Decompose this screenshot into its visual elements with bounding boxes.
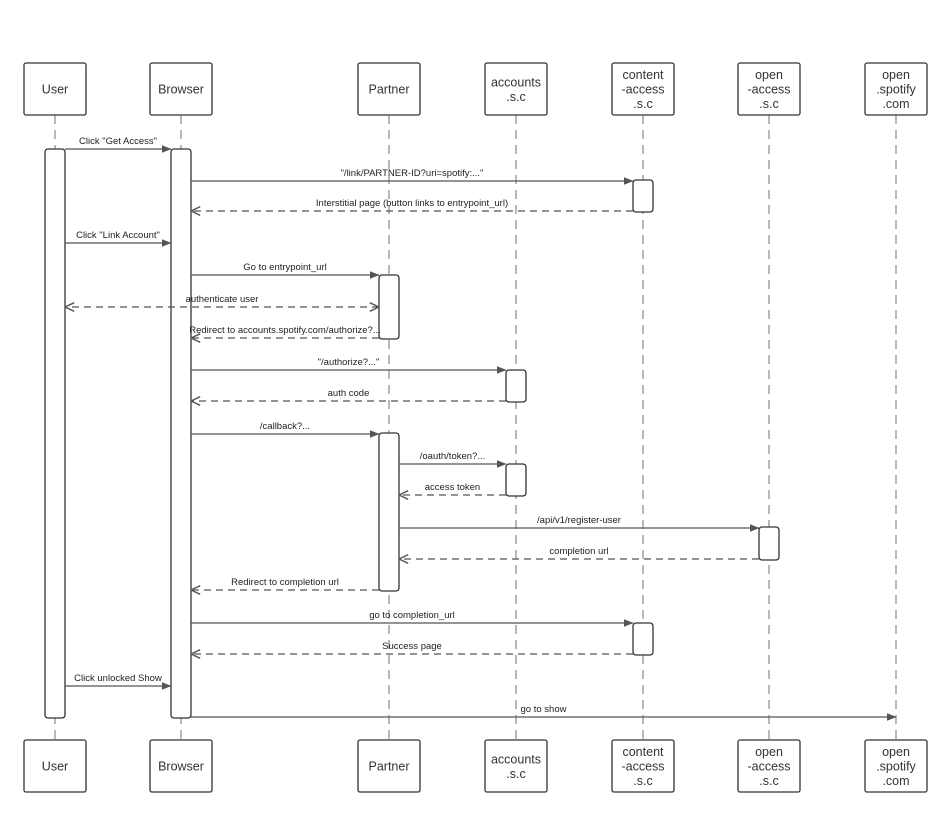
participant-top-user: User: [23, 62, 87, 116]
message-label: go to show: [521, 704, 567, 715]
participant-top-partner: Partner: [357, 62, 421, 116]
participant-top-open-access: open-access.s.c: [737, 62, 801, 116]
message-arrow: Go to entrypoint_url: [191, 262, 380, 279]
message-label: /callback?...: [260, 421, 310, 432]
message-arrow: Click "Get Access": [65, 136, 172, 153]
participant-bottom-open-spotify: open.spotify.com: [864, 739, 928, 793]
message-arrow: authenticate user: [65, 294, 379, 307]
message-label: Interstitial page (button links to entry…: [316, 198, 508, 209]
participant-label: .s.c: [506, 90, 525, 104]
participant-top-accounts: accounts.s.c: [484, 62, 548, 116]
participant-bottom-user: User: [23, 739, 87, 793]
message-arrow: auth code: [191, 388, 506, 401]
message-label: Success page: [382, 641, 442, 652]
participant-label: .spotify: [876, 760, 916, 774]
activation-bar-accounts: [505, 463, 527, 497]
participant-label: -access: [747, 760, 790, 774]
participant-bottom-browser: Browser: [149, 739, 213, 793]
participant-label: Browser: [158, 760, 204, 774]
message-arrow: Redirect to completion url: [191, 577, 379, 590]
participant-label: Partner: [369, 83, 410, 97]
activation-bar-accounts: [505, 369, 527, 403]
message-label: Redirect to accounts.spotify.com/authori…: [189, 325, 381, 336]
message-arrow: Redirect to accounts.spotify.com/authori…: [189, 325, 381, 338]
activation-bar-open-access: [758, 526, 780, 561]
message-label: authenticate user: [186, 294, 259, 305]
message-label: Click unlocked Show: [74, 673, 162, 684]
message-arrow: go to show: [191, 704, 897, 721]
participant-label: -access: [621, 760, 664, 774]
participant-bottom-content-access: content-access.s.c: [611, 739, 675, 793]
participant-label: Browser: [158, 83, 204, 97]
message-arrow: "/link/PARTNER-ID?uri=spotify:...": [191, 168, 634, 185]
message-label: completion url: [549, 546, 608, 557]
participant-label: .s.c: [633, 97, 652, 111]
message-arrow: go to completion_url: [191, 610, 634, 627]
message-arrow: "/authorize?...": [191, 357, 507, 374]
message-arrow: access token: [399, 482, 506, 495]
participant-label: User: [42, 83, 68, 97]
activation-bar-user: [44, 148, 66, 719]
participant-label: User: [42, 760, 68, 774]
message-arrow: /callback?...: [191, 421, 380, 438]
participant-label: accounts: [491, 75, 541, 89]
participant-label: open: [755, 745, 783, 759]
participant-label: .s.c: [759, 97, 778, 111]
participant-label: accounts: [491, 752, 541, 766]
participant-label: content: [622, 745, 664, 759]
activation-bar-partner: [378, 274, 400, 340]
message-arrow: Success page: [191, 641, 633, 654]
message-label: Click "Link Account": [76, 230, 160, 241]
activation-bar-partner: [378, 432, 400, 592]
participant-label: .s.c: [506, 767, 525, 781]
participant-label: -access: [747, 83, 790, 97]
participant-label: .s.c: [759, 774, 778, 788]
message-label: Click "Get Access": [79, 136, 157, 147]
activation-bar-browser: [170, 148, 192, 719]
message-label: Go to entrypoint_url: [243, 262, 326, 273]
message-label: "/authorize?...": [318, 357, 380, 368]
participant-label: open: [882, 68, 910, 82]
message-arrow: /oauth/token?...: [399, 451, 507, 468]
message-arrow: Click "Link Account": [65, 230, 172, 247]
participant-label: open: [882, 745, 910, 759]
participant-label: Partner: [369, 760, 410, 774]
message-arrow: Interstitial page (button links to entry…: [191, 198, 633, 211]
message-label: /oauth/token?...: [420, 451, 486, 462]
participant-top-browser: Browser: [149, 62, 213, 116]
participant-label: -access: [621, 83, 664, 97]
participant-top-open-spotify: open.spotify.com: [864, 62, 928, 116]
activation-bar-content-access: [632, 179, 654, 213]
message-label: Redirect to completion url: [231, 577, 339, 588]
participant-label: .spotify: [876, 83, 916, 97]
message-arrow: /api/v1/register-user: [399, 515, 760, 532]
message-arrow: completion url: [399, 546, 759, 559]
participant-label: open: [755, 68, 783, 82]
participant-label: .com: [882, 97, 909, 111]
message-arrow: Click unlocked Show: [65, 673, 172, 690]
message-label: /api/v1/register-user: [537, 515, 621, 526]
participant-top-content-access: content-access.s.c: [611, 62, 675, 116]
participant-bottom-accounts: accounts.s.c: [484, 739, 548, 793]
participant-bottom-partner: Partner: [357, 739, 421, 793]
message-label: go to completion_url: [369, 610, 455, 621]
message-label: auth code: [328, 388, 370, 399]
participant-label: .com: [882, 774, 909, 788]
participant-label: .s.c: [633, 774, 652, 788]
participant-bottom-open-access: open-access.s.c: [737, 739, 801, 793]
activation-bar-content-access: [632, 622, 654, 656]
message-label: "/link/PARTNER-ID?uri=spotify:...": [341, 168, 484, 179]
participant-label: content: [622, 68, 664, 82]
message-label: access token: [425, 482, 480, 493]
